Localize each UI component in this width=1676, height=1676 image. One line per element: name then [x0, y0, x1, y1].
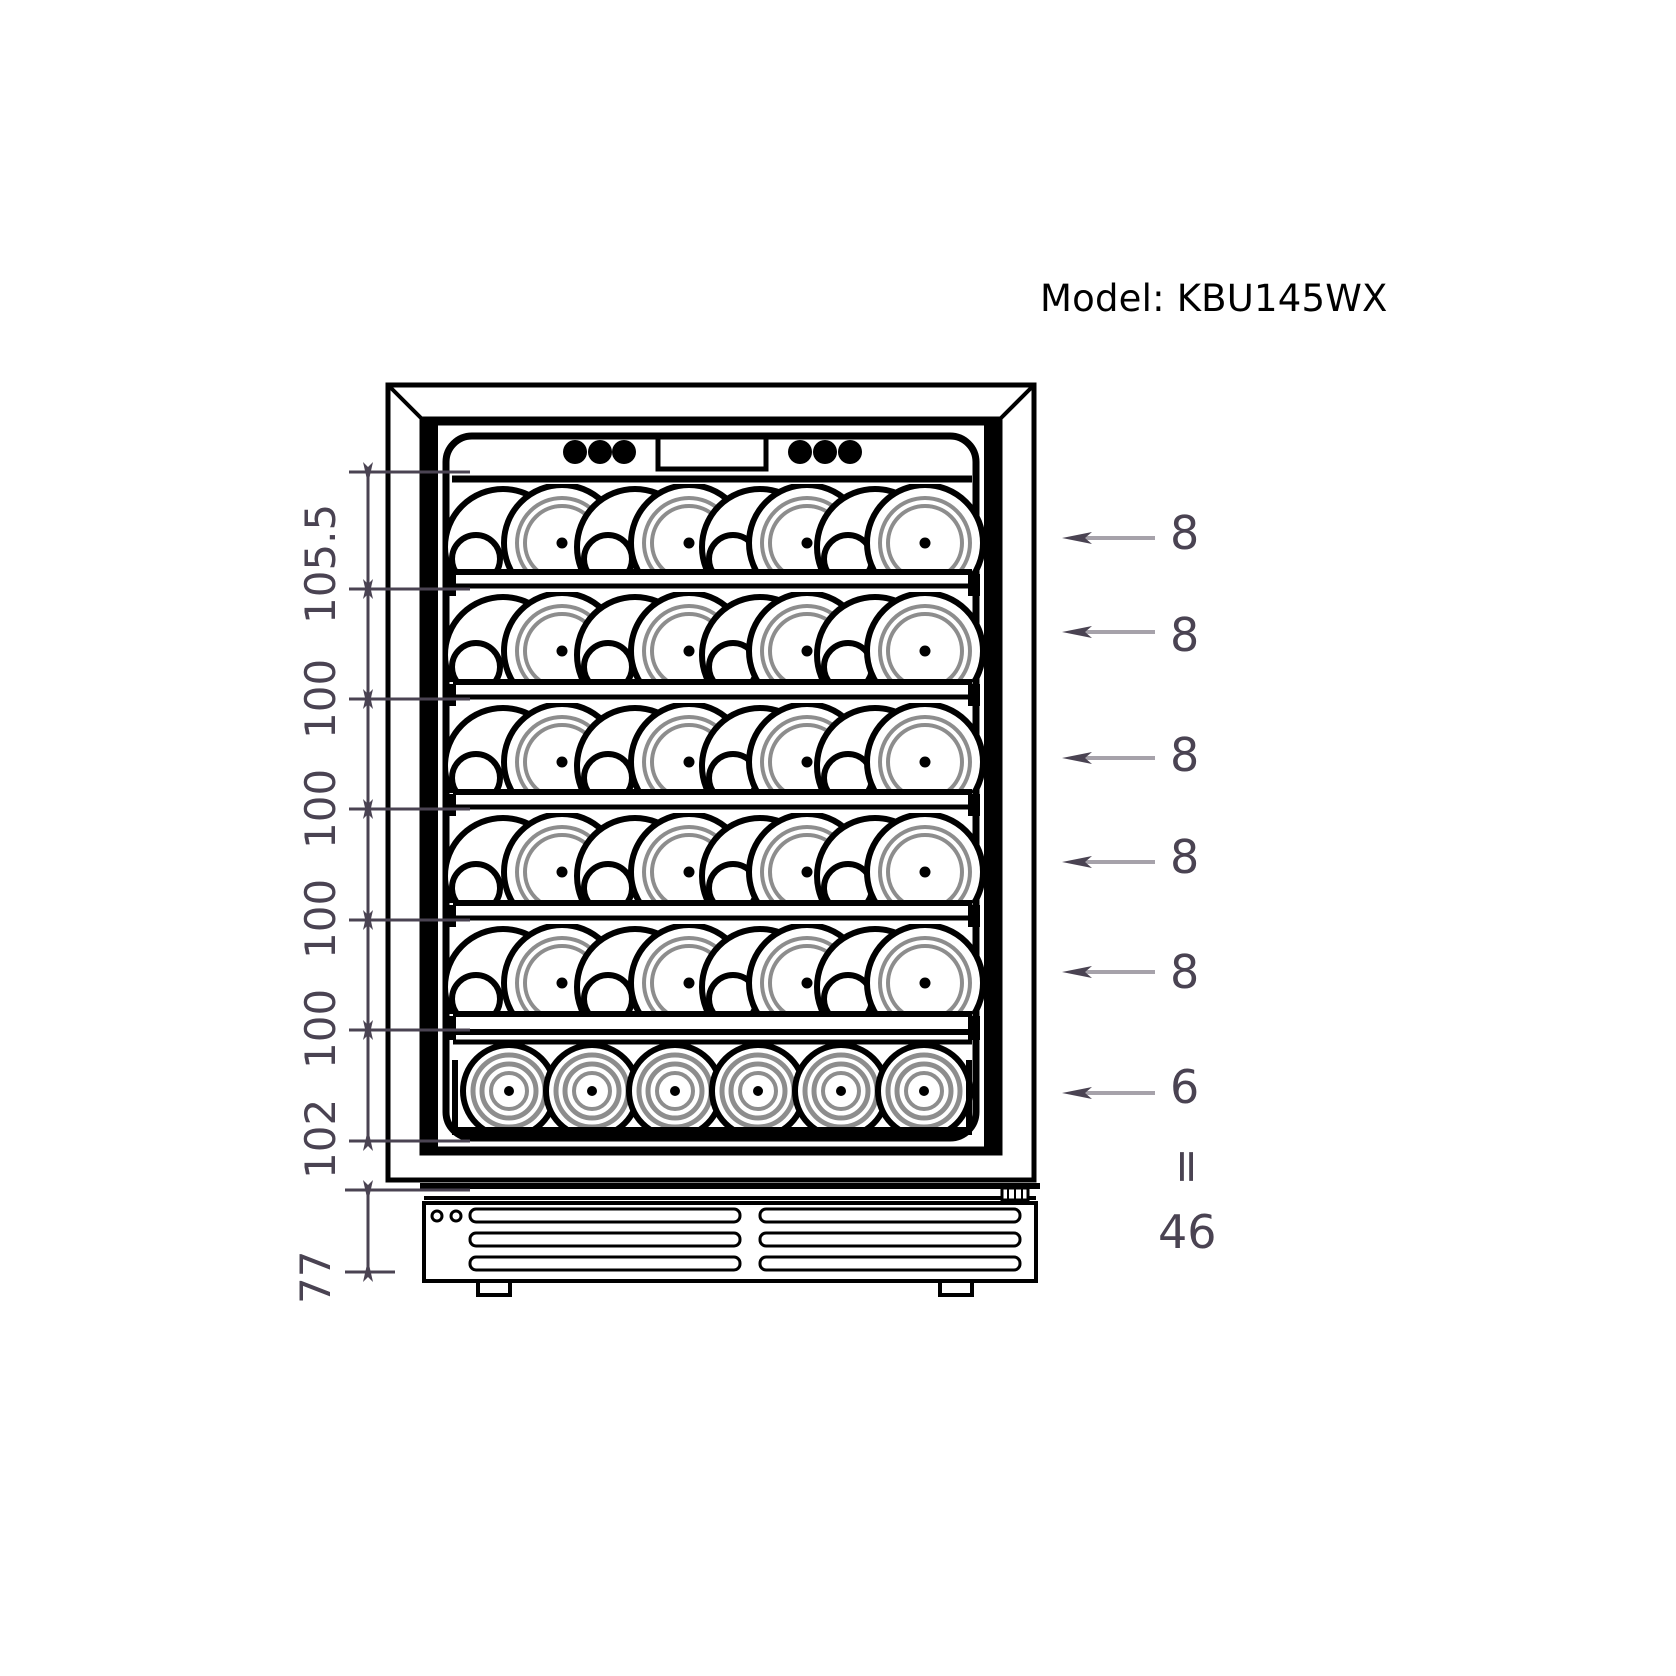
foot-left — [476, 1279, 512, 1297]
shelf-count-label-3: 8 — [1170, 830, 1200, 884]
shelf-rack-5 — [452, 1060, 972, 1135]
shelf-rack-2 — [444, 789, 980, 816]
foot-right — [938, 1279, 974, 1297]
control-button-5[interactable] — [813, 440, 837, 464]
control-button-3[interactable] — [612, 440, 636, 464]
screw-dot-2 — [449, 1209, 463, 1223]
total-bottle-count: 46 — [1158, 1205, 1217, 1259]
right-count-leaders — [1062, 532, 1155, 1099]
display-window — [655, 434, 769, 472]
control-button-2[interactable] — [588, 440, 612, 464]
control-button-6[interactable] — [838, 440, 862, 464]
left-dimension-chain — [345, 462, 470, 1282]
base-grille-assembly — [420, 1183, 1040, 1297]
shelf-count-label-5: 6 — [1170, 1060, 1200, 1114]
control-panel — [452, 434, 972, 483]
shelf-count-label-2: 8 — [1170, 728, 1200, 782]
shelf-count-label-4: 8 — [1170, 945, 1200, 999]
control-button-4[interactable] — [788, 440, 812, 464]
shelf-count-label-0: 8 — [1170, 506, 1200, 560]
screw-dot-1 — [430, 1209, 444, 1223]
shelf-rack-4 — [444, 1011, 980, 1045]
shelf-rack-0 — [444, 569, 980, 596]
control-button-1[interactable] — [563, 440, 587, 464]
model-label: Model: KBU145WX — [1040, 277, 1388, 320]
shelf-count-label-1: 8 — [1170, 608, 1200, 662]
